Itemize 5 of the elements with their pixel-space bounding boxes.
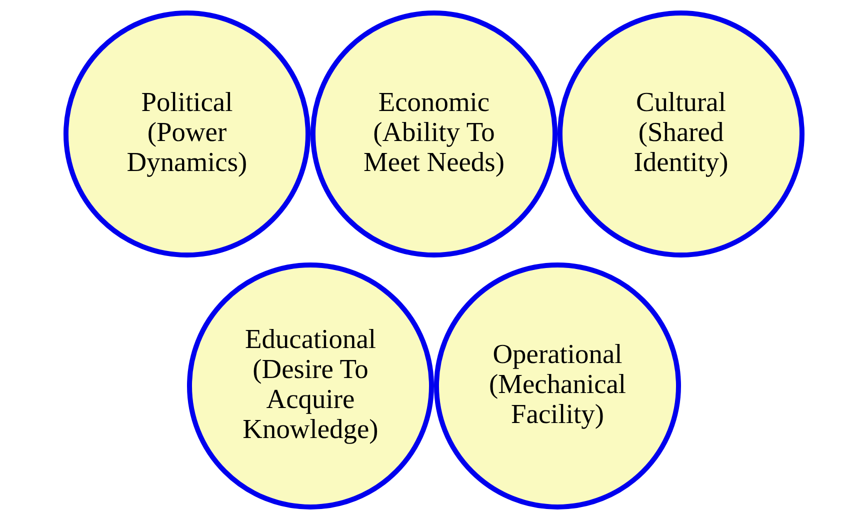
- node-circle: Economic (Ability To Meet Needs): [310, 10, 558, 258]
- node-circle: Political (Power Dynamics): [64, 10, 310, 258]
- node-circle: Operational (Mechanical Facility): [434, 262, 681, 510]
- node-circle: Cultural (Shared Identity): [558, 10, 804, 258]
- node-circle: Educational (Desire To Acquire Knowledge): [187, 262, 434, 510]
